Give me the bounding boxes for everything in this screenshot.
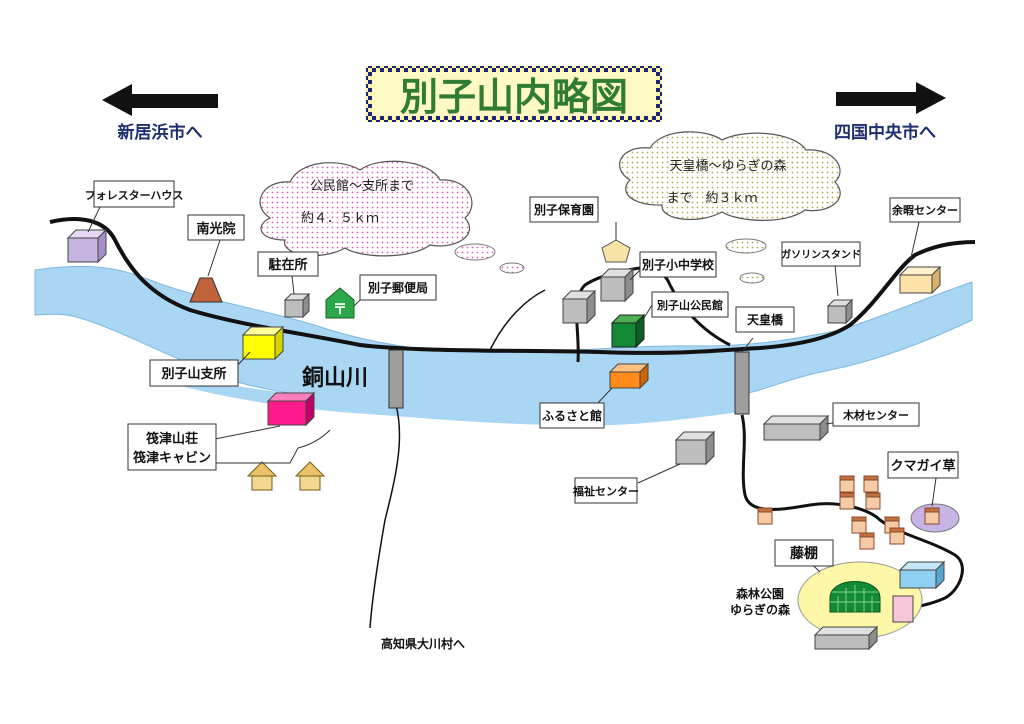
label-box-hall	[651, 291, 729, 318]
tree-icon-greenhouse	[829, 581, 881, 613]
label-school: 別子小中学校	[641, 257, 715, 272]
label-box-welfare	[574, 477, 638, 504]
arrow-left-icon	[102, 84, 218, 116]
building-icon-school-annex	[561, 289, 597, 325]
label-box-gas	[781, 241, 861, 267]
label-forest-park-2: ゆらぎの森	[730, 602, 791, 617]
label-box-branch	[149, 359, 239, 387]
building-icon-park-pink	[892, 595, 914, 623]
label-tennobashi: 天皇橋	[747, 312, 784, 327]
building-icon-chuzaisho	[283, 292, 311, 319]
label-box-kumagaiso	[887, 451, 959, 479]
south-road	[369, 404, 401, 629]
page-title: 別子山内略図	[400, 75, 628, 119]
label-box-post	[359, 274, 437, 301]
label-box-lumber	[832, 402, 920, 427]
building-icon-park-gray	[813, 625, 879, 651]
direction-west: 新居浜市へ	[118, 122, 203, 143]
label-box-furusato	[539, 402, 605, 429]
label-river: 銅山川	[302, 365, 368, 391]
bridge-main	[388, 349, 404, 409]
cloud-right-line1: 天皇橋～ゆらぎの森	[669, 159, 786, 174]
building-icon-nursery	[601, 239, 631, 263]
building-icon-branch-office	[241, 325, 285, 361]
main-road	[49, 217, 976, 355]
label-branch-office: 別子山支所	[160, 366, 226, 382]
building-icon-forester	[66, 228, 108, 264]
cloud-left	[259, 160, 473, 257]
building-icon-welfare-center	[674, 430, 716, 466]
label-nankoin: 南光院	[196, 221, 235, 237]
label-forester: フォレスターハウス	[85, 189, 184, 202]
label-post-office: 別子郵便局	[367, 280, 428, 295]
label-nursery: 別子保育園	[533, 202, 594, 217]
label-box-ikadazu	[127, 423, 217, 471]
label-box-nankoin	[187, 214, 245, 241]
arrow-right-icon	[836, 82, 946, 114]
cloud-left-line1: 公民館～支所まで	[310, 179, 414, 194]
label-yodan-center: 余暇センター	[891, 203, 958, 217]
building-icon-ikadazu	[266, 391, 316, 427]
building-icon-furusato	[608, 362, 650, 390]
label-kumagaiso: クマガイ草	[890, 458, 955, 474]
label-box-nursery	[529, 196, 599, 223]
label-welfare-center: 福祉センター	[572, 484, 639, 498]
label-chuzaisho: 駐在所	[268, 257, 307, 273]
house-icon-cabin-1	[246, 461, 278, 491]
label-box-chuzaisho	[257, 251, 319, 277]
cloud-right	[619, 131, 841, 221]
label-forest-park-1: 森林公園	[736, 586, 784, 601]
building-icon-lumber-center	[762, 414, 830, 442]
label-fujidana: 藤棚	[790, 545, 818, 562]
river	[34, 265, 973, 417]
label-community-hall: 別子山公民館	[656, 298, 723, 312]
post-office-icon: 〒	[325, 287, 355, 319]
label-box-yodan	[889, 197, 961, 223]
building-icon-school	[599, 267, 635, 303]
building-icon-gas-station	[826, 298, 854, 325]
label-box-tennobashi	[735, 306, 795, 333]
label-ikadazu-cabin: 筏津キャビン	[133, 450, 211, 466]
house-icon-cluster	[757, 475, 905, 550]
park-road	[740, 414, 964, 610]
building-icon-nankoin	[189, 277, 223, 303]
building-icon-community-hall	[610, 313, 646, 349]
direction-south: 高知県大川村へ	[381, 636, 465, 651]
label-box-school	[639, 251, 717, 278]
label-furusato: ふるさと館	[542, 408, 602, 423]
label-lumber-center: 木材センター	[842, 408, 909, 422]
svg-text:〒: 〒	[333, 302, 347, 318]
house-icon-cabin-2	[294, 461, 326, 491]
label-gas-station: ガソリンスタンド	[781, 248, 861, 261]
direction-east: 四国中央市へ	[834, 122, 936, 143]
cloud-left-line2: 約４．５ｋｍ	[301, 211, 379, 226]
label-box-fujidana	[774, 539, 834, 567]
building-icon-yodan-center	[898, 265, 942, 295]
building-icon-park-blue	[898, 560, 946, 590]
label-ikadazu: 筏津山荘	[146, 431, 198, 447]
cloud-right-line2: まで 約３ｋｍ	[666, 191, 757, 206]
label-box-forester	[93, 180, 175, 208]
bridge-tennobashi	[734, 351, 750, 415]
